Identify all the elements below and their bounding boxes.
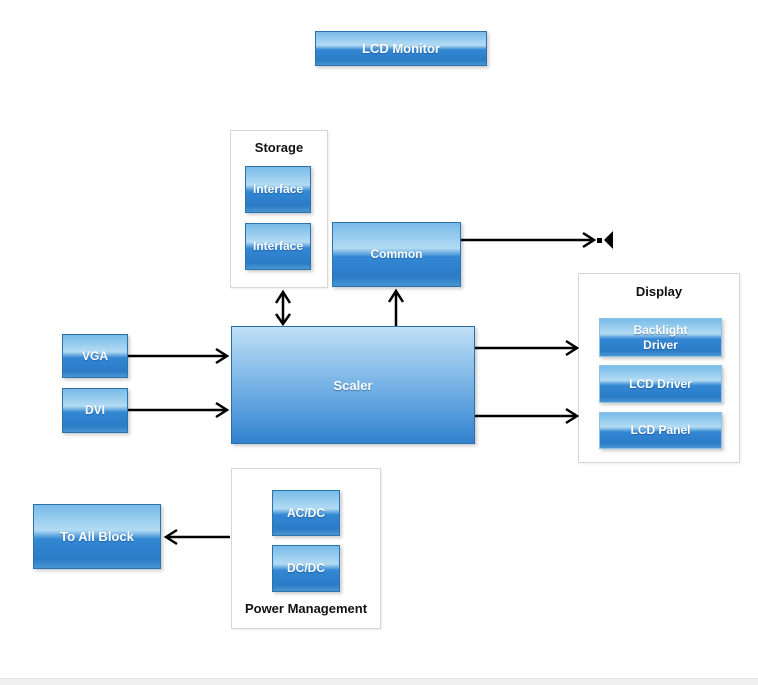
arrow-vga-to-scaler <box>128 347 230 365</box>
block-interface-1[interactable]: Interface <box>245 166 311 213</box>
block-common-label: Common <box>370 247 423 261</box>
block-interface-1-label: Interface <box>252 182 304 196</box>
block-backlight-driver-label: Backlight Driver <box>633 322 688 352</box>
group-display-title: Display <box>635 284 683 299</box>
block-lcd-panel[interactable]: LCD Panel <box>599 412 722 449</box>
block-vga-label: VGA <box>81 348 108 363</box>
speaker-icon <box>597 231 613 249</box>
arrow-power-to-all-block <box>163 528 230 546</box>
arrow-dvi-to-scaler <box>128 401 230 419</box>
block-vga[interactable]: VGA <box>62 334 128 378</box>
arrow-common-to-speaker <box>461 231 597 249</box>
block-lcd-panel-label: LCD Panel <box>630 423 691 437</box>
block-to-all-block[interactable]: To All Block <box>33 504 161 569</box>
arrow-scaler-to-backlight-driver <box>475 339 580 357</box>
block-interface-2-label: Interface <box>252 239 304 253</box>
block-lcd-driver-label: LCD Driver <box>629 376 692 391</box>
block-lcd-monitor-label: LCD Monitor <box>362 41 440 56</box>
block-dc-dc-label: DC/DC <box>287 561 325 575</box>
group-storage-title: Storage <box>254 140 304 155</box>
arrow-storage-scaler-bidirectional <box>274 289 292 327</box>
block-lcd-driver[interactable]: LCD Driver <box>599 365 722 403</box>
block-interface-2[interactable]: Interface <box>245 223 311 270</box>
block-ac-dc[interactable]: AC/DC <box>272 490 340 536</box>
block-dvi-label: DVI <box>84 403 105 417</box>
block-lcd-monitor[interactable]: LCD Monitor <box>315 31 487 66</box>
group-power-management-title: Power Management <box>244 601 368 616</box>
block-ac-dc-label: AC/DC <box>287 505 325 520</box>
block-scaler[interactable]: Scaler <box>231 326 475 444</box>
block-dvi[interactable]: DVI <box>62 388 128 433</box>
block-to-all-block-label: To All Block <box>60 529 134 544</box>
block-dc-dc[interactable]: DC/DC <box>272 545 340 592</box>
block-scaler-label: Scaler <box>333 377 373 393</box>
arrow-scaler-to-common <box>387 288 405 326</box>
block-common[interactable]: Common <box>332 222 461 287</box>
block-backlight-driver[interactable]: Backlight Driver <box>599 318 722 357</box>
bottom-edge-bar <box>0 678 758 685</box>
arrow-scaler-to-lcd-panel <box>475 407 580 425</box>
